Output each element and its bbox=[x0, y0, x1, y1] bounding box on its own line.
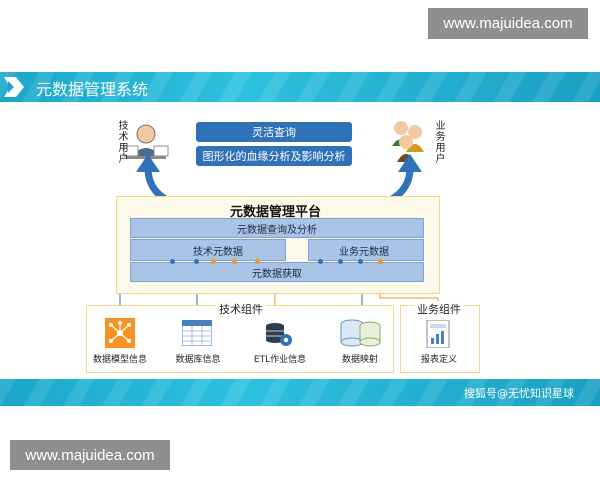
tech-components-title: 技术组件 bbox=[216, 301, 266, 317]
connector-dot bbox=[255, 259, 260, 264]
tech-metadata-bar: 技术元数据 bbox=[130, 239, 286, 261]
connector-dot bbox=[170, 259, 175, 264]
watermark-bottom: www.majuidea.com bbox=[10, 440, 170, 470]
connector-dot bbox=[338, 259, 343, 264]
logo-icon bbox=[4, 77, 24, 97]
component-label: 数据模型信息 bbox=[92, 355, 147, 365]
flexible-query-box: 灵活查询 bbox=[196, 122, 352, 142]
etl-gear-icon bbox=[266, 323, 292, 346]
query-analysis-bar: 元数据查询及分析 bbox=[130, 218, 424, 238]
component-label: 数据映射 bbox=[341, 355, 378, 365]
connector-dot bbox=[211, 259, 216, 264]
business-user-icon bbox=[392, 121, 424, 162]
business-user-label: 业务用户 bbox=[433, 120, 444, 164]
connector-dot bbox=[194, 259, 199, 264]
watermark-top: www.majuidea.com bbox=[428, 8, 588, 39]
footer-credit: 搜狐号@无忧知识星球 bbox=[464, 387, 574, 400]
page-title: 元数据管理系统 bbox=[36, 80, 149, 99]
component-label: ETL作业信息 bbox=[253, 355, 307, 365]
platform-title: 元数据管理平台 bbox=[230, 205, 322, 220]
business-components-title: 业务组件 bbox=[414, 301, 464, 317]
component-label: 数据库信息 bbox=[175, 355, 221, 365]
connector-dot bbox=[358, 259, 363, 264]
lineage-analysis-box: 图形化的血缘分析及影响分析 bbox=[196, 146, 352, 166]
component-label: 报表定义 bbox=[420, 355, 457, 365]
header-band: 元数据管理系统 bbox=[0, 72, 600, 102]
business-metadata-bar: 业务元数据 bbox=[308, 239, 424, 261]
connector-dot bbox=[318, 259, 323, 264]
tech-user-icon bbox=[123, 124, 169, 159]
tech-user-label: 技术用户 bbox=[116, 120, 127, 164]
report-icon bbox=[426, 320, 450, 348]
metadata-fetch-bar: 元数据获取 bbox=[130, 262, 424, 282]
footer-band: 搜狐号@无忧知识星球 bbox=[0, 379, 600, 406]
connector-dot bbox=[378, 259, 383, 264]
data-mapping-icon bbox=[340, 319, 381, 347]
connector-dot bbox=[232, 259, 237, 264]
database-table-icon bbox=[182, 320, 212, 346]
data-model-icon bbox=[105, 318, 135, 348]
